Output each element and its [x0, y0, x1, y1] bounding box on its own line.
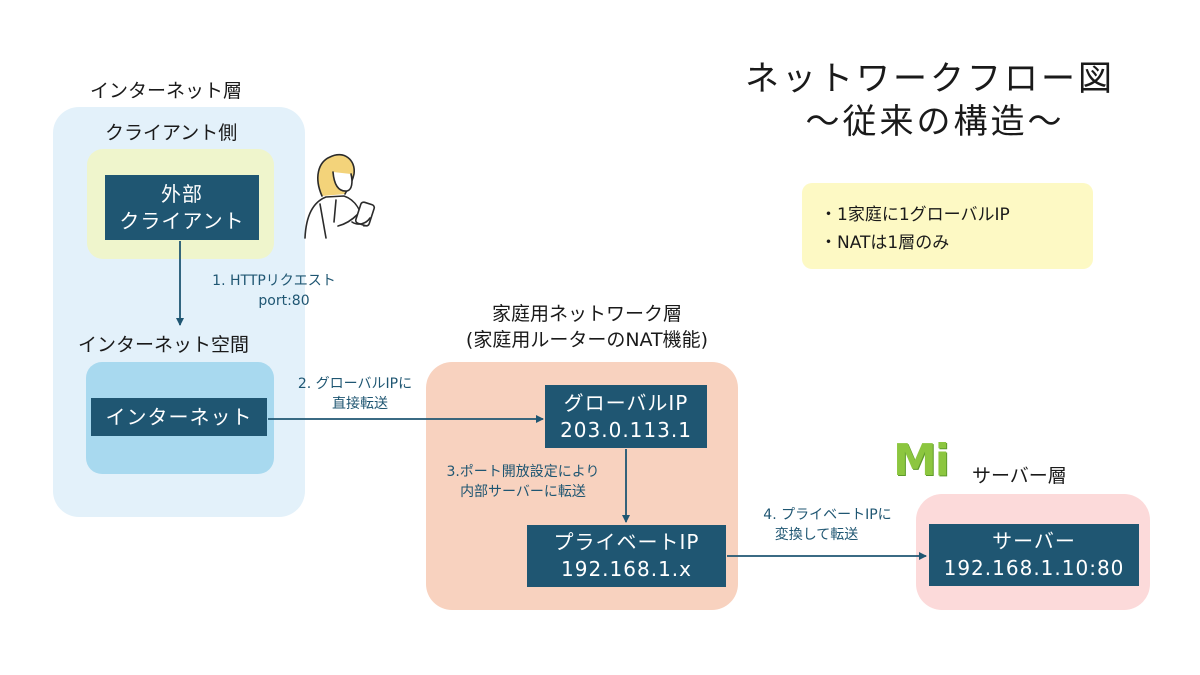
mi-logo-text: Mi [893, 435, 950, 486]
internet-space-label: インターネット空間 [78, 334, 250, 356]
edge-label-3-line2: 内部サーバーに転送 [460, 484, 586, 501]
external-client-line2: クライアント [119, 208, 245, 233]
server-layer-label: サーバー層 [972, 465, 1067, 487]
diagram-title: ネットワークフロー図 ～従来の構造～ [700, 58, 1160, 143]
internet-layer-label: インターネット層 [90, 80, 243, 102]
global-ip-address: 203.0.113.1 [560, 417, 692, 442]
external-client-box: 外部 クライアント [105, 175, 259, 240]
edge-label-1-line1: 1. HTTPリクエスト [212, 273, 336, 289]
private-ip-box: プライベートIP 192.168.1.x [527, 525, 726, 587]
private-ip-address: 192.168.1.x [561, 557, 692, 581]
notes-box: ・1家庭に1グローバルIP ・NATは1層のみ [802, 183, 1093, 269]
mi-logo: Mi [893, 435, 950, 486]
edge-label-2-line2: 直接転送 [332, 396, 388, 413]
edge-label-2: 2. グローバルIPに 直接転送 [280, 374, 430, 415]
edge-label-4-line2: 変換して転送 [774, 527, 859, 544]
edge-label-1-line2: port:80 [258, 293, 310, 310]
external-client-line1: 外部 [161, 181, 203, 206]
home-layer-label-line2: (家庭用ルーターのNAT機能) [465, 328, 709, 351]
global-ip-box: グローバルIP 203.0.113.1 [545, 385, 707, 448]
note-item: ・1家庭に1グローバルIP [820, 205, 1010, 225]
edge-label-4-line1: 4. プライベートIPに [763, 507, 892, 523]
person-with-phone-icon [304, 153, 376, 239]
client-side-label: クライアント側 [105, 122, 238, 144]
diagram-title-line2: ～従来の構造～ [805, 101, 1065, 142]
server-label: サーバー [992, 529, 1076, 553]
edge-label-3-line1: 3.ポート開放設定により [446, 464, 600, 480]
edge-label-1: 1. HTTPリクエスト port:80 [189, 271, 359, 312]
note-item: ・NATは1層のみ [820, 233, 950, 254]
server-box: サーバー 192.168.1.10:80 [929, 524, 1139, 586]
home-layer-label-line1: 家庭用ネットワーク層 [491, 303, 682, 325]
home-layer-label: 家庭用ネットワーク層 (家庭用ルーターのNAT機能) [432, 302, 742, 353]
global-ip-label: グローバルIP [563, 390, 689, 415]
diagram-title-line1: ネットワークフロー図 [745, 59, 1115, 99]
server-address: 192.168.1.10:80 [943, 556, 1125, 580]
private-ip-label: プライベートIP [553, 530, 700, 554]
internet-box: インターネット [91, 398, 267, 436]
edge-label-3: 3.ポート開放設定により 内部サーバーに転送 [428, 462, 618, 503]
edge-label-2-line1: 2. グローバルIPに [297, 376, 413, 392]
edge-label-4: 4. プライベートIPに 変換して転送 [740, 505, 915, 546]
